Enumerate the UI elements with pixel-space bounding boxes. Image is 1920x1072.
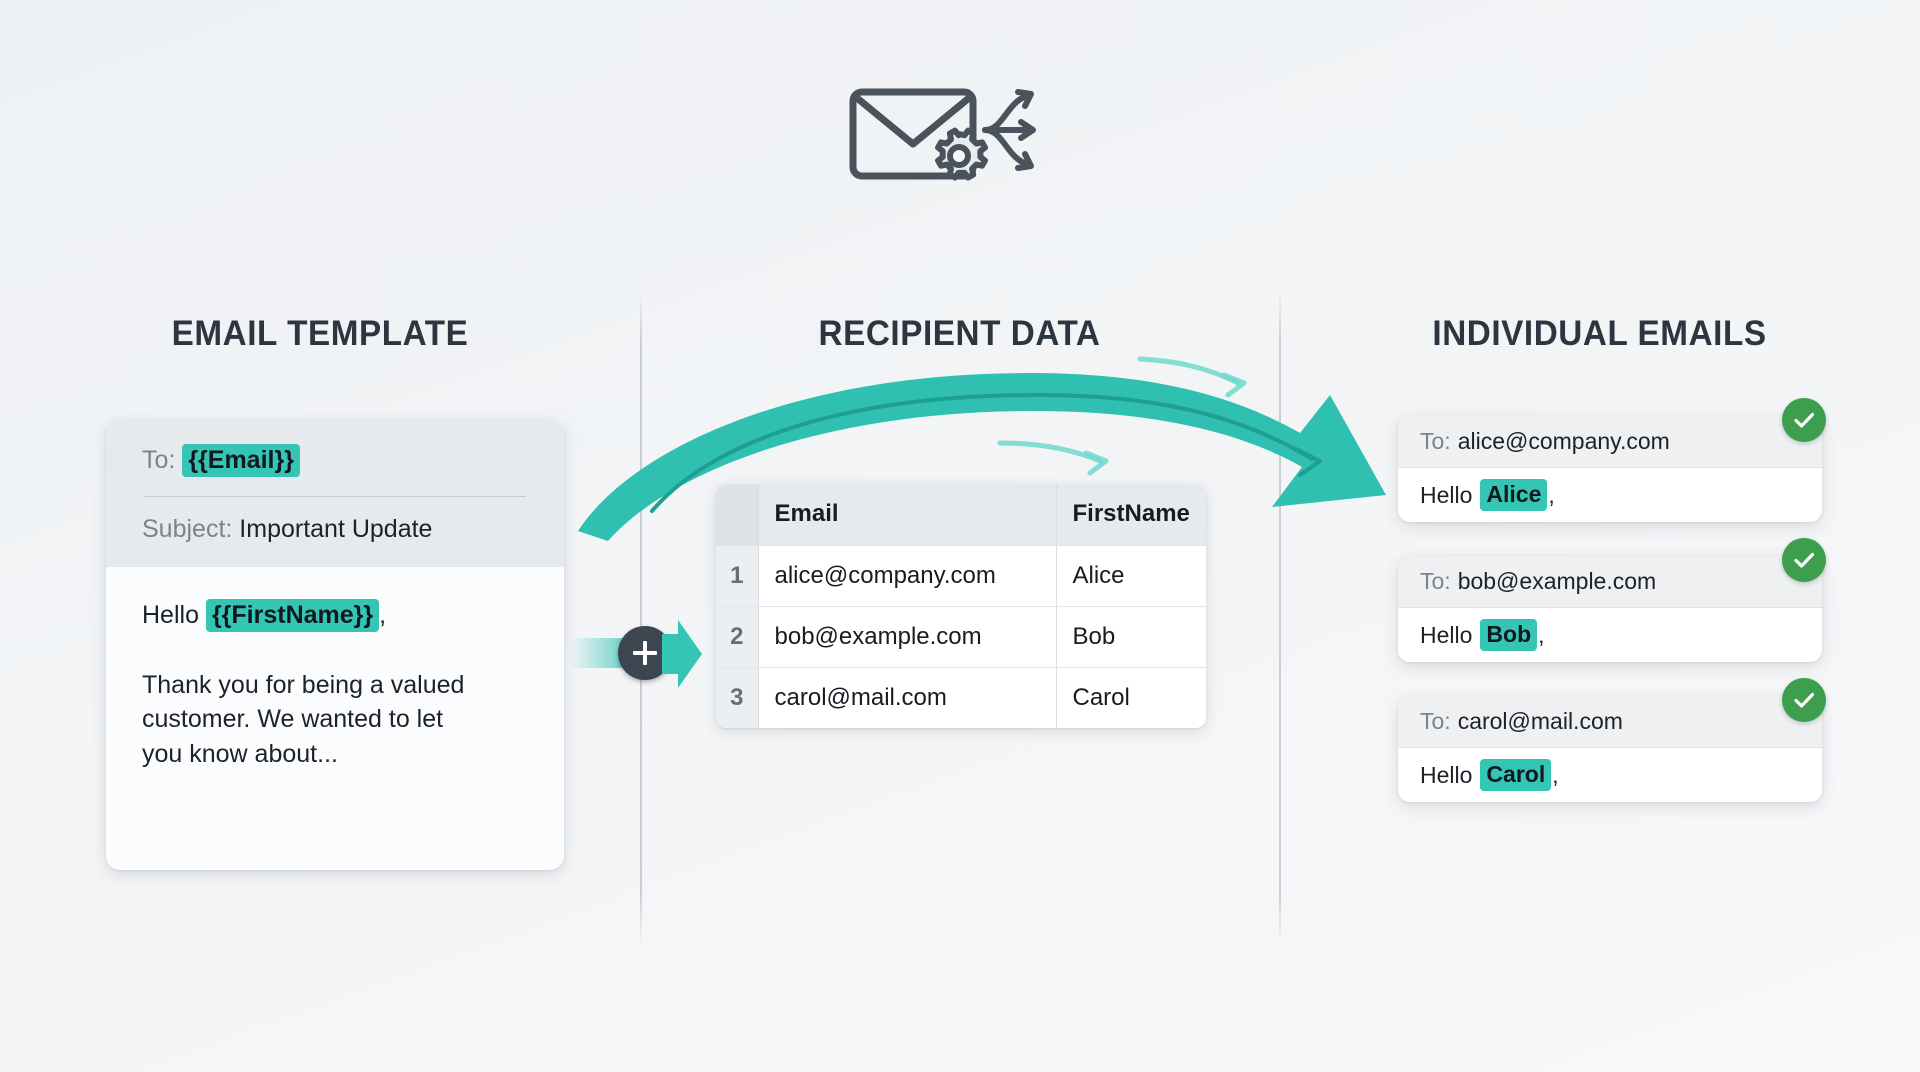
- email-card-to-label: To:: [1420, 708, 1451, 734]
- template-subject-row: Subject: Important Update: [142, 513, 528, 547]
- email-card-body: Hello Carol,: [1398, 748, 1822, 802]
- row-index: 3: [716, 667, 759, 728]
- template-subject-label: Subject:: [142, 514, 233, 543]
- email-card-header: To: bob@example.com: [1398, 556, 1822, 608]
- email-card-header: To: carol@mail.com: [1398, 696, 1822, 748]
- email-card-to-label: To:: [1420, 568, 1451, 594]
- email-card-name: Carol: [1480, 759, 1552, 791]
- individual-email-card[interactable]: To: carol@mail.com Hello Carol,: [1398, 696, 1822, 802]
- template-greeting-suffix: ,: [379, 600, 387, 629]
- template-to-row: To: {{Email}}: [142, 444, 528, 478]
- column-divider-right: [1279, 290, 1281, 945]
- table-row[interactable]: 2 bob@example.com Bob: [716, 606, 1206, 668]
- email-card-greeting-prefix: Hello: [1420, 761, 1473, 788]
- email-card-body: Hello Alice,: [1398, 468, 1822, 522]
- heading-recipient-data: RECIPIENT DATA: [818, 314, 1101, 353]
- heading-email-template: EMAIL TEMPLATE: [171, 314, 469, 353]
- column-divider-left: [640, 290, 642, 945]
- check-icon: [1794, 692, 1815, 708]
- template-divider: [144, 495, 526, 497]
- envelope-gear-distribute-icon: [845, 78, 1065, 188]
- row-index: 2: [716, 606, 759, 668]
- email-card-name: Alice: [1480, 479, 1548, 511]
- status-badge-sent: [1782, 678, 1826, 722]
- heading-individual-emails: INDIVIDUAL EMAILS: [1432, 314, 1767, 353]
- column-header-index: [716, 484, 759, 546]
- email-template-body: Hello {{FirstName}}, Thank you for being…: [106, 566, 564, 771]
- merge-arrow-icon: [662, 620, 702, 688]
- table-row[interactable]: 3 carol@mail.com Carol: [716, 667, 1206, 728]
- email-card-to-label: To:: [1420, 428, 1451, 454]
- table-header-row: Email FirstName: [716, 484, 1206, 546]
- template-subject-value: Important Update: [239, 514, 433, 543]
- email-card-body: Hello Bob,: [1398, 608, 1822, 662]
- individual-email-card[interactable]: To: bob@example.com Hello Bob,: [1398, 556, 1822, 662]
- email-card-to-value: bob@example.com: [1457, 568, 1657, 594]
- template-greeting-prefix: Hello: [142, 600, 199, 629]
- check-icon: [1794, 552, 1815, 568]
- table-row[interactable]: 1 alice@company.com Alice: [716, 545, 1206, 607]
- email-card-greeting-suffix: ,: [1548, 481, 1555, 508]
- cell-email[interactable]: bob@example.com: [758, 606, 1057, 668]
- email-card-name: Bob: [1480, 619, 1538, 651]
- column-header-email[interactable]: Email: [758, 484, 1057, 546]
- row-index: 1: [716, 545, 759, 607]
- cell-email[interactable]: carol@mail.com: [758, 667, 1057, 728]
- email-card-greeting-prefix: Hello: [1420, 621, 1473, 648]
- template-to-label: To:: [142, 446, 176, 474]
- merge-connector: [570, 608, 702, 700]
- column-header-firstname[interactable]: FirstName: [1056, 484, 1206, 546]
- merge-tag-firstname[interactable]: {{FirstName}}: [205, 598, 380, 632]
- email-card-greeting-suffix: ,: [1552, 761, 1559, 788]
- individual-email-card[interactable]: To: alice@company.com Hello Alice,: [1398, 416, 1822, 522]
- email-template-header: To: {{Email}} Subject: Important Update: [106, 420, 564, 567]
- check-icon: [1794, 412, 1815, 428]
- email-card-to-value: alice@company.com: [1457, 428, 1670, 454]
- email-card-greeting-suffix: ,: [1538, 621, 1545, 648]
- recipient-data-table[interactable]: Email FirstName 1 alice@company.com Alic…: [716, 484, 1206, 728]
- cell-firstname[interactable]: Carol: [1072, 683, 1130, 711]
- email-card-greeting-prefix: Hello: [1420, 481, 1473, 508]
- email-template-card[interactable]: To: {{Email}} Subject: Important Update …: [106, 420, 564, 870]
- email-card-to-value: carol@mail.com: [1457, 708, 1623, 734]
- status-badge-sent: [1782, 398, 1826, 442]
- template-body-paragraph: Thank you for being a valued customer. W…: [142, 670, 465, 768]
- cell-email[interactable]: alice@company.com: [758, 545, 1057, 607]
- cell-firstname[interactable]: Bob: [1056, 606, 1206, 668]
- template-greeting-line: Hello {{FirstName}},: [142, 598, 528, 632]
- email-card-header: To: alice@company.com: [1398, 416, 1822, 468]
- status-badge-sent: [1782, 538, 1826, 582]
- merge-tag-email[interactable]: {{Email}}: [182, 444, 300, 477]
- cell-firstname[interactable]: Alice: [1056, 545, 1206, 607]
